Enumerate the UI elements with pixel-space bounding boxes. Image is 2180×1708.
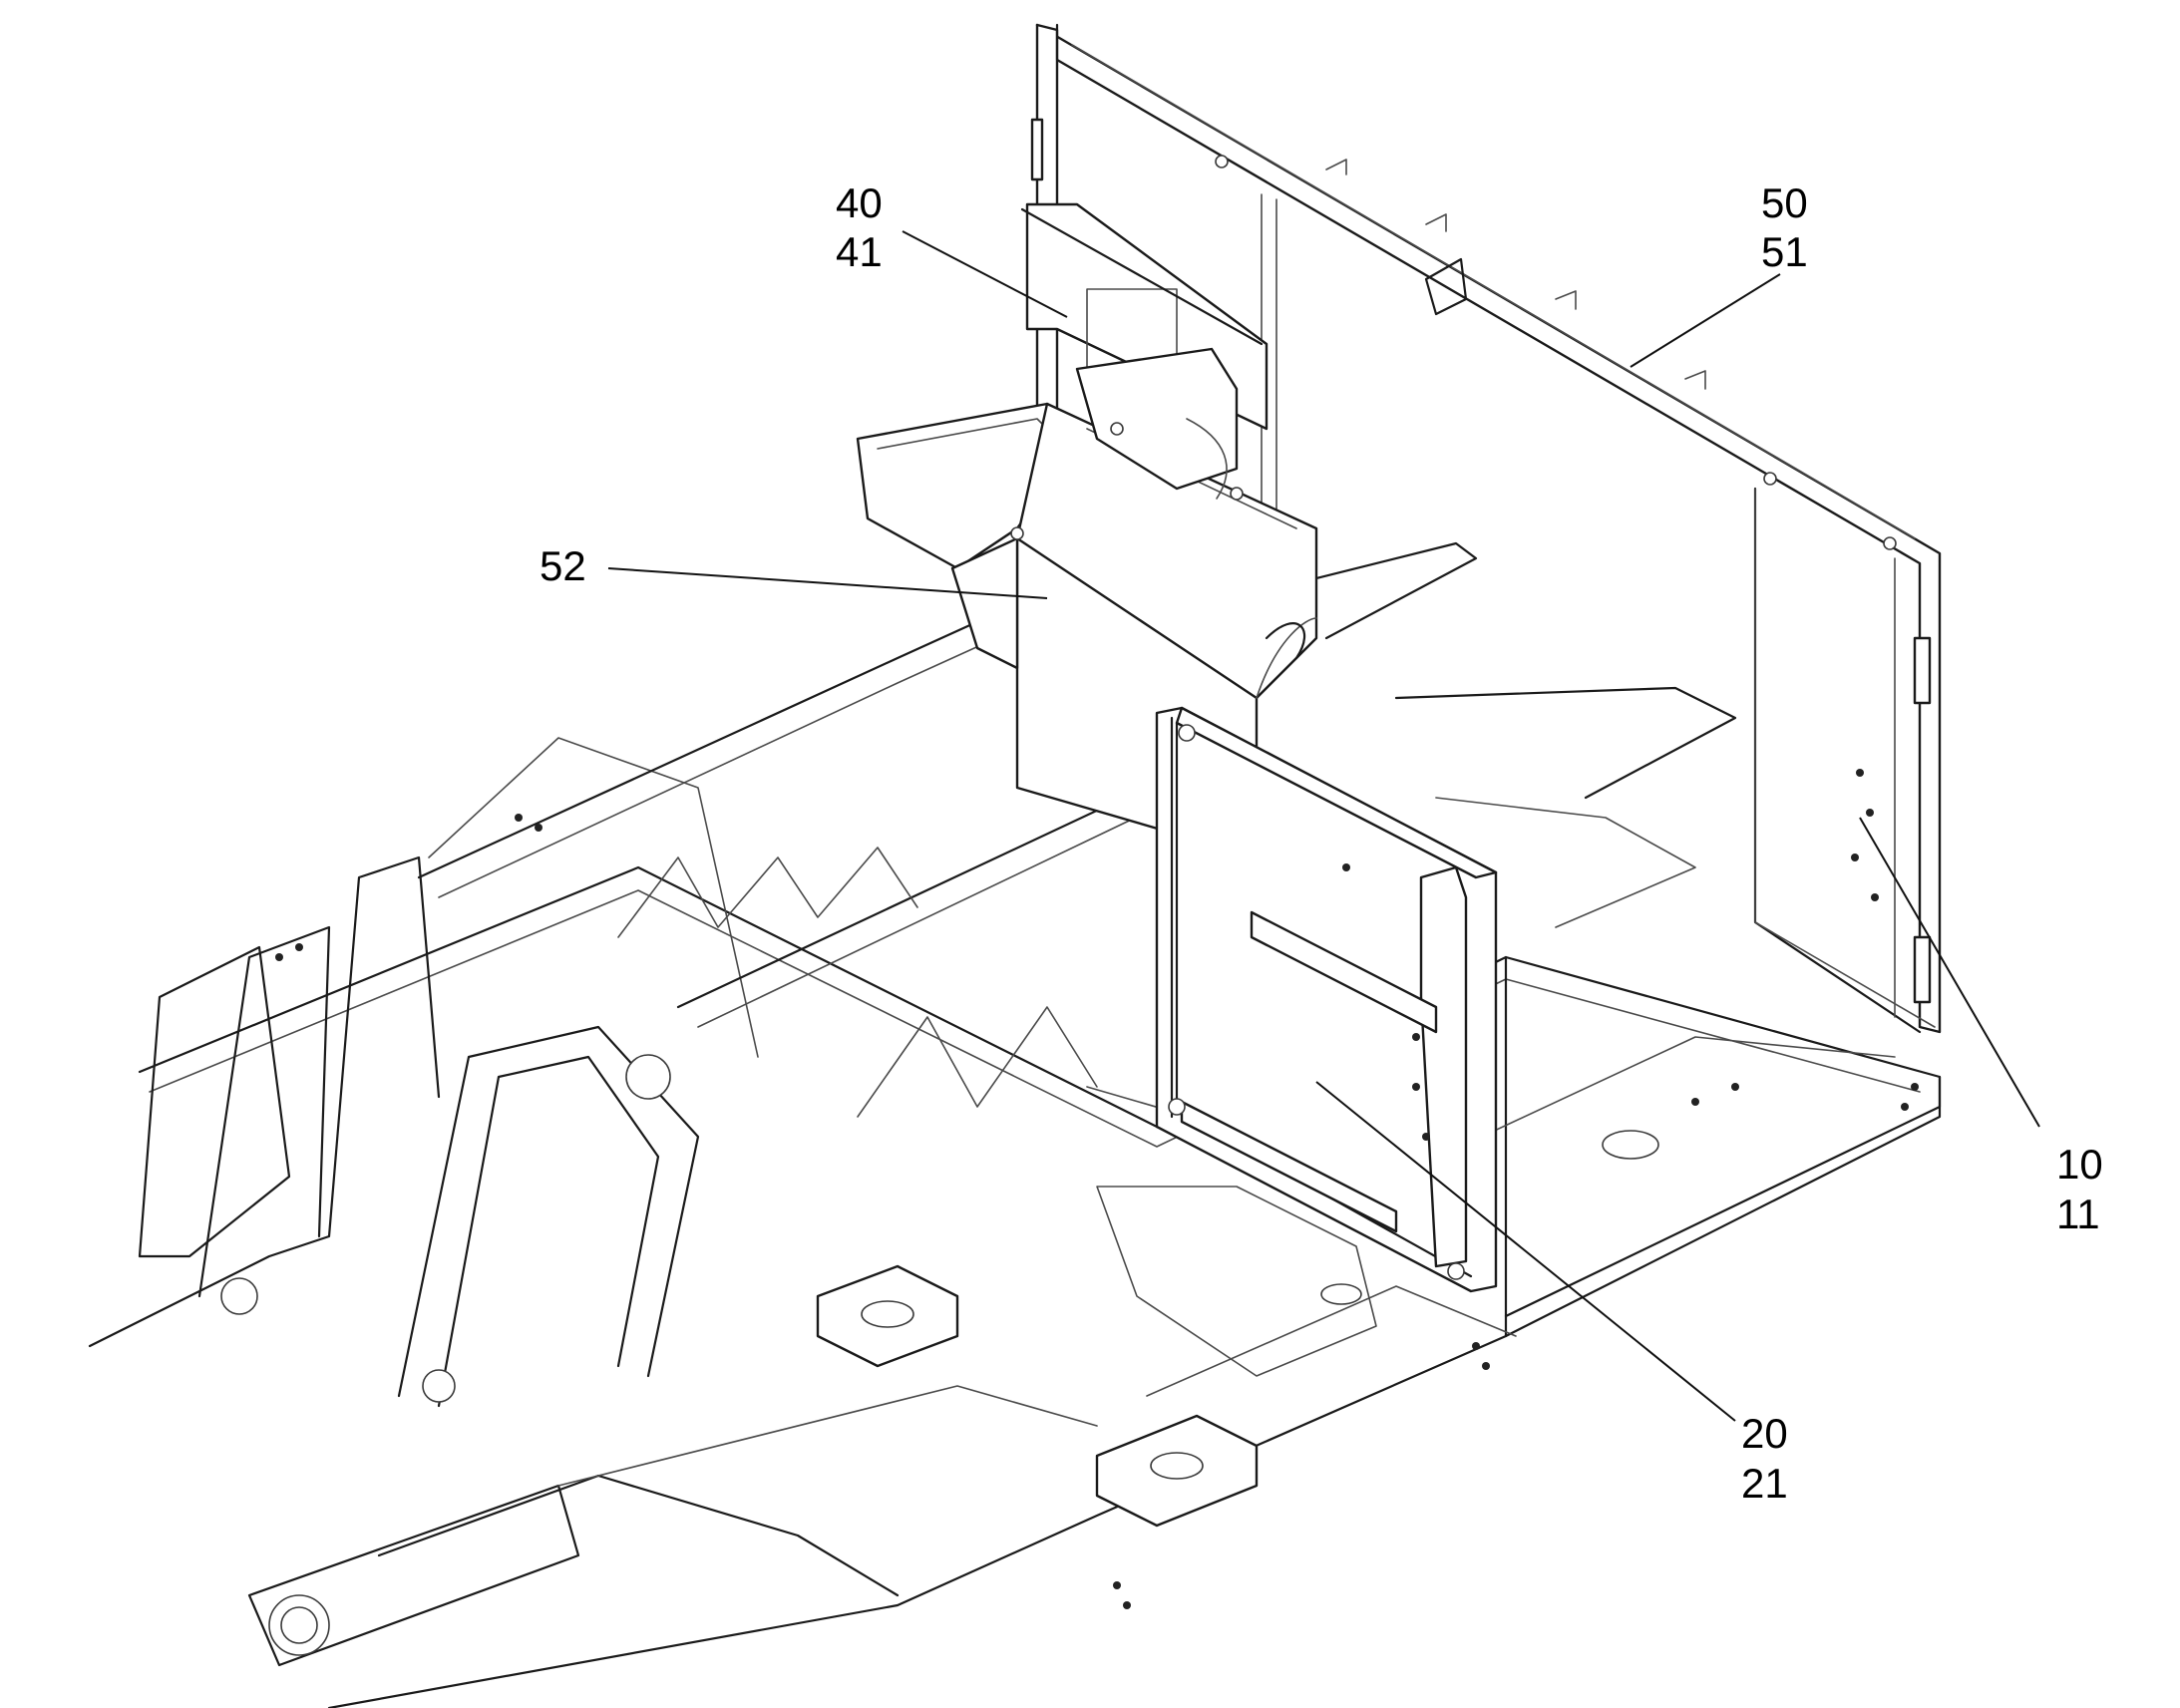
callout-20-21: 20 21 (1741, 1410, 1788, 1507)
leader-52 (607, 567, 1048, 599)
base-frame (88, 541, 1942, 1708)
callout-40: 40 (836, 179, 883, 226)
front-panel-20-21 (1155, 706, 1498, 1293)
duct-shroud-52 (856, 347, 1318, 859)
callout-41: 41 (836, 228, 883, 275)
callout-40-41: 40 41 (836, 179, 883, 275)
callout-20: 20 (1741, 1410, 1788, 1457)
right-panel-10-11 (1754, 488, 1896, 1018)
callout-52-text: 52 (540, 542, 586, 589)
callout-21: 21 (1741, 1460, 1788, 1507)
callout-10-11: 10 11 (2056, 1141, 2103, 1237)
callout-10: 10 (2056, 1141, 2103, 1188)
leader-lines (607, 230, 2040, 1422)
leader-40-41 (902, 230, 1068, 318)
leader-20-21 (1315, 1081, 1736, 1422)
callout-52: 52 (540, 542, 586, 589)
callout-50: 50 (1761, 179, 1808, 226)
callout-51: 51 (1761, 228, 1808, 275)
callout-11: 11 (2056, 1191, 2100, 1237)
leader-50-51 (1630, 273, 1781, 368)
leader-10-11 (1859, 817, 2040, 1128)
callout-50-51: 50 51 (1761, 179, 1808, 275)
